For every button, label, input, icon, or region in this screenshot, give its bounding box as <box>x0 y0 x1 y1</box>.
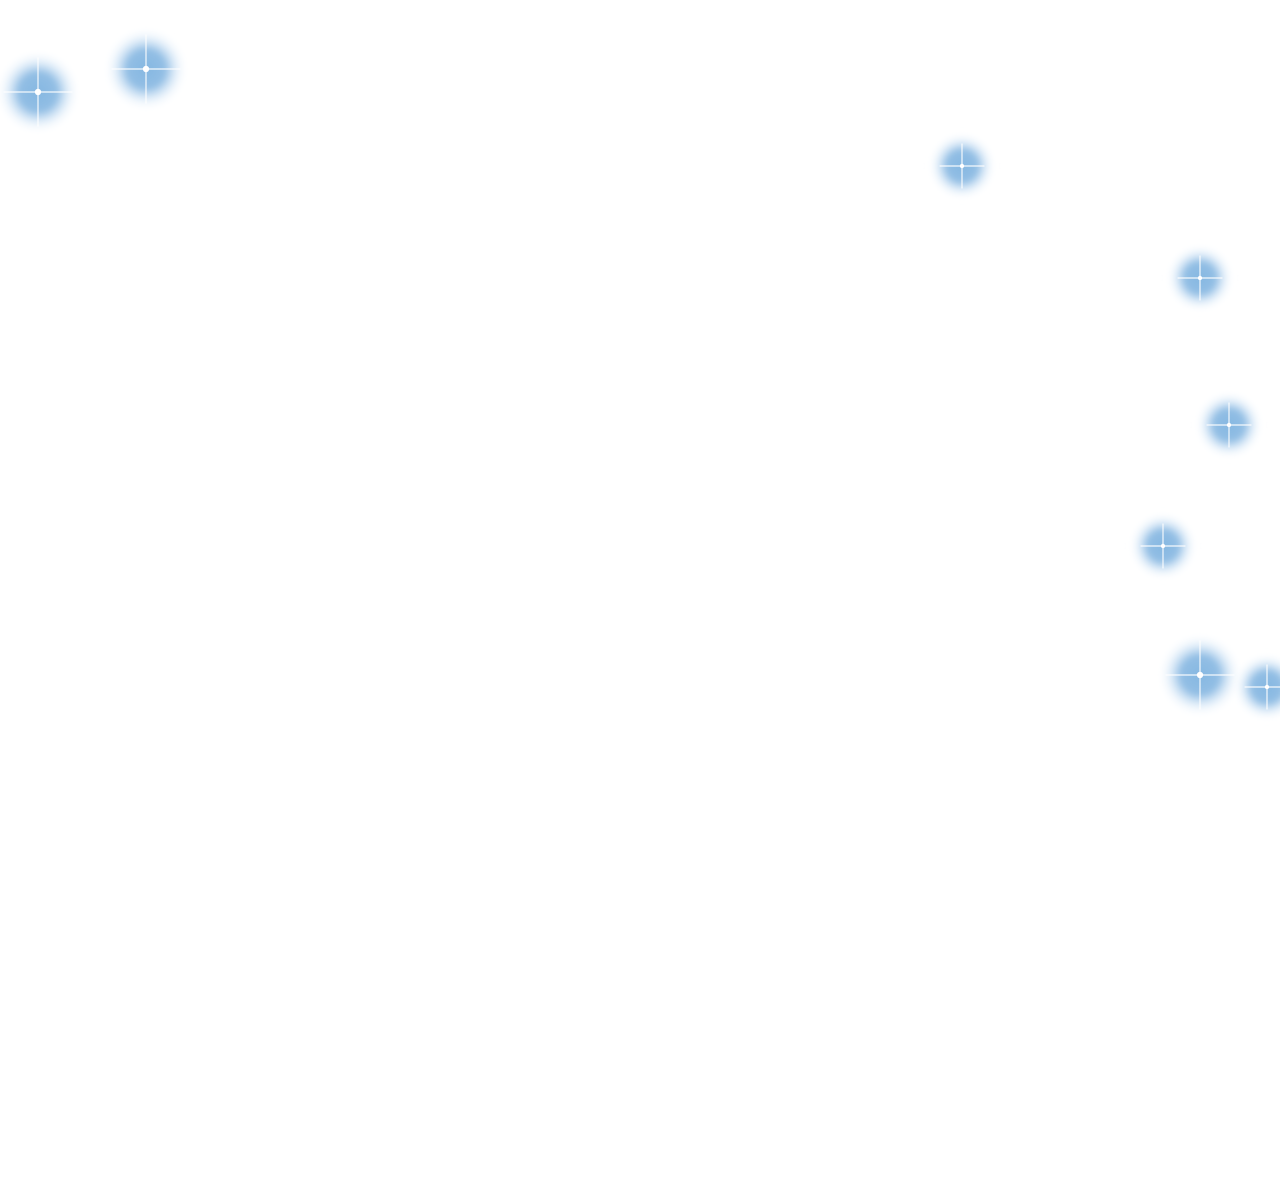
sparkle-core <box>34 88 42 96</box>
sparkle-core <box>1226 422 1232 428</box>
sparkle-layer <box>0 27 1280 721</box>
sparkle-1 <box>0 50 80 134</box>
sparkle-core <box>1160 543 1166 549</box>
sparkle-5 <box>1195 391 1263 459</box>
sparkle-core <box>1196 671 1204 679</box>
sparkle-core <box>142 65 150 73</box>
sparkle-core <box>1264 684 1270 690</box>
sparkle-3 <box>928 132 996 200</box>
sparkle-7 <box>1158 633 1242 717</box>
sparkle-2 <box>104 27 188 111</box>
sparkle-core <box>1197 275 1203 281</box>
sparkle-6 <box>1129 512 1197 580</box>
sparkle-4 <box>1166 244 1234 312</box>
sparkle-core <box>959 163 965 169</box>
sparkle-8 <box>1233 653 1280 721</box>
